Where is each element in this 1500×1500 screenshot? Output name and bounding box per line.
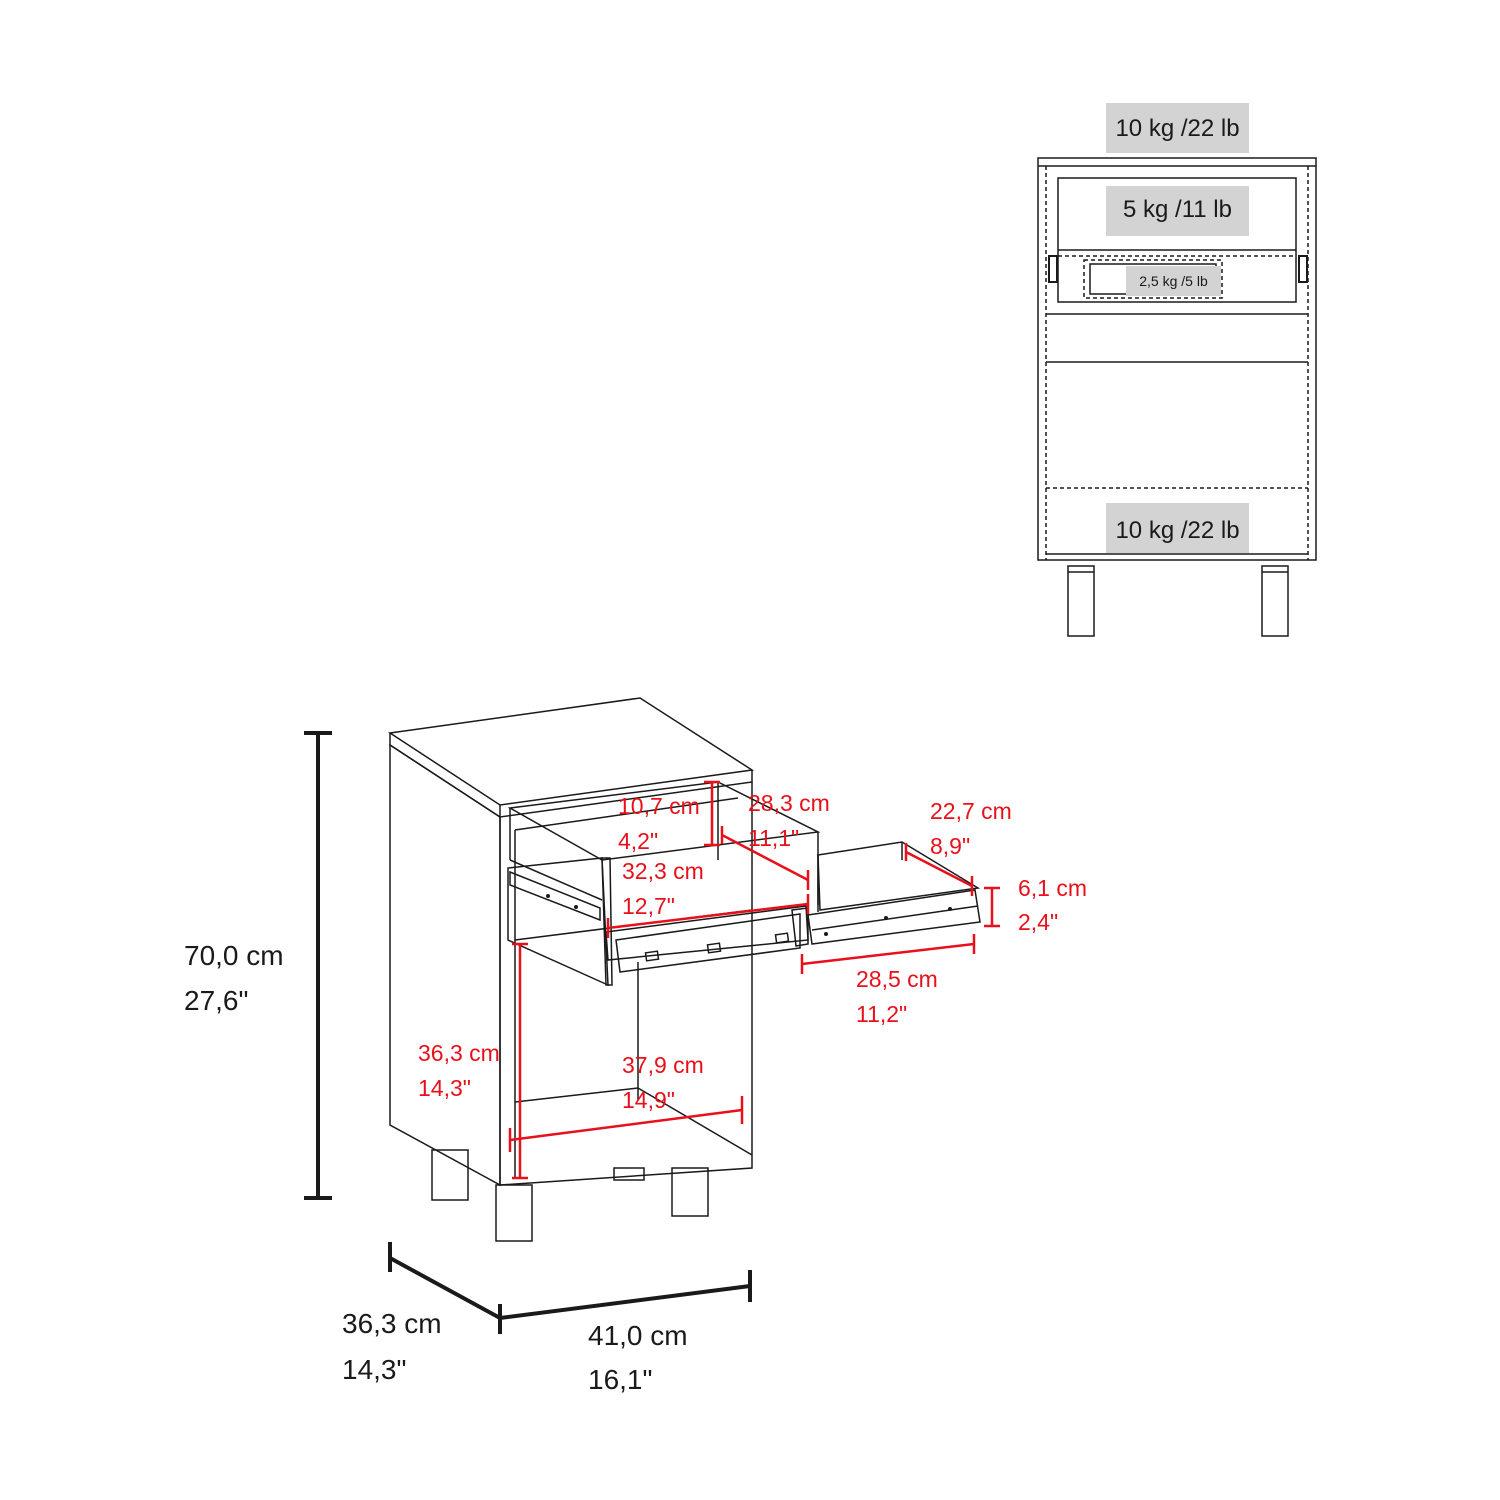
upper-drawer-load-text: 5 kg /11 lb bbox=[1123, 196, 1232, 223]
lower-drawer-depth-cm: 22,7 cm bbox=[930, 798, 1012, 824]
overall-height-cm: 70,0 cm bbox=[184, 940, 284, 971]
top-load-text: 10 kg /22 lb bbox=[1115, 115, 1240, 142]
lower-drawer-width-in: 11,2" bbox=[856, 1001, 908, 1027]
lower-drawer-load-label: 2,5 kg /5 lb bbox=[1126, 266, 1221, 296]
bottom-load-label: 10 kg /22 lb bbox=[1106, 503, 1249, 553]
lower-drawer-height-in: 2,4" bbox=[1018, 909, 1059, 935]
bottom-load-text: 10 kg /22 lb bbox=[1115, 517, 1240, 544]
iso-legs bbox=[431, 1149, 709, 1242]
upper-drawer-depth-cm: 28,3 cm bbox=[748, 790, 830, 816]
upper-drawer-width-in: 12,7" bbox=[622, 893, 675, 919]
overall-depth-in: 14,3" bbox=[342, 1354, 407, 1385]
upper-drawer-height-in: 4,2" bbox=[618, 828, 659, 854]
shelf-width-in: 14,9" bbox=[622, 1087, 675, 1113]
lower-drawer-depth-in: 8,9" bbox=[930, 833, 971, 859]
lower-drawer-height-cm: 6,1 cm bbox=[1018, 875, 1088, 901]
overall-dimension-lines bbox=[304, 731, 752, 1334]
upper-drawer-load-label: 5 kg /11 lb bbox=[1106, 186, 1249, 236]
shelf-height-in: 14,3" bbox=[418, 1075, 471, 1101]
top-load-label: 10 kg /22 lb bbox=[1106, 103, 1249, 153]
overall-depth-cm: 36,3 cm bbox=[342, 1308, 442, 1339]
upper-drawer-width-cm: 32,3 cm bbox=[622, 858, 704, 884]
front-view bbox=[1037, 157, 1317, 637]
shelf-height-cm: 36,3 cm bbox=[418, 1040, 500, 1066]
lower-drawer-width-cm: 28,5 cm bbox=[856, 966, 938, 992]
overall-height-in: 27,6" bbox=[184, 985, 249, 1016]
shelf-width-cm: 37,9 cm bbox=[622, 1052, 704, 1078]
red-dimension-lines bbox=[508, 780, 1000, 1180]
overall-width-cm: 41,0 cm bbox=[588, 1320, 688, 1351]
slide-screws bbox=[546, 894, 952, 936]
upper-drawer-depth-in: 11,1" bbox=[748, 825, 800, 851]
upper-drawer-height-cm: 10,7 cm bbox=[618, 793, 700, 819]
isometric-view bbox=[387, 697, 981, 1187]
overall-width-in: 16,1" bbox=[588, 1364, 653, 1395]
lower-drawer-load-text: 2,5 kg /5 lb bbox=[1139, 273, 1208, 289]
